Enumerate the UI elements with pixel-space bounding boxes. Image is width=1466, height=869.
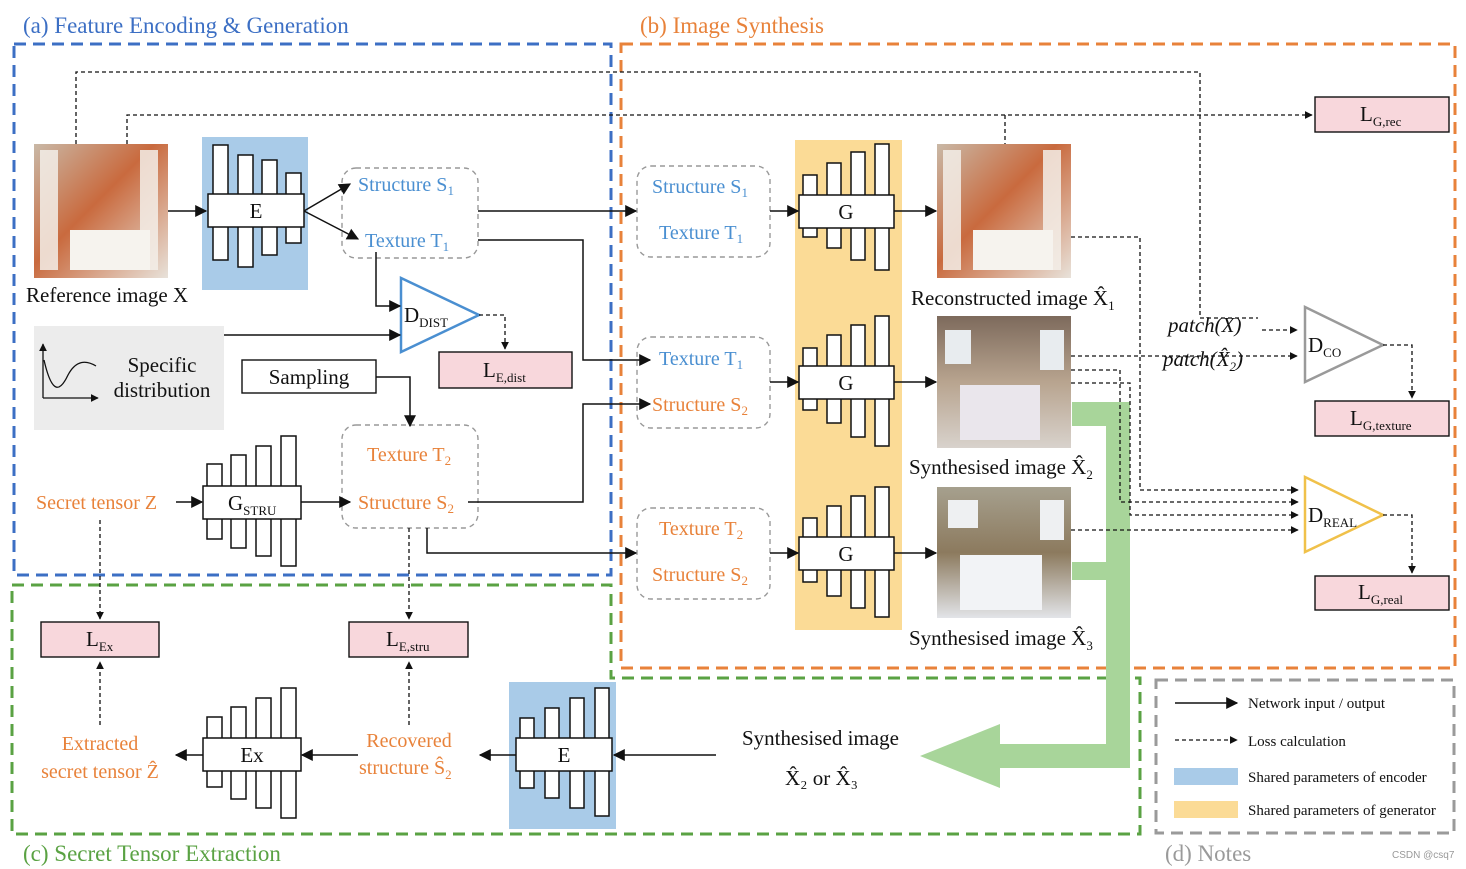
svg-text:LE,stru: LE,stru (386, 627, 430, 654)
x2-or-x3-label: X̂₂ or X̂₃ (785, 766, 858, 790)
watermark: CSDN @csq7 (1392, 850, 1455, 861)
reference-image (34, 144, 168, 278)
synthesised-image-3 (937, 487, 1071, 618)
synthesis-flow-arrow (920, 402, 1130, 788)
reconstructed-label: Reconstructed image X̂1 (911, 286, 1115, 313)
loss-g-rec: LG,rec (1314, 96, 1450, 133)
svg-text:LEx: LEx (86, 627, 114, 654)
specific-distribution-box (34, 326, 224, 430)
synth3-label: Synthesised image X̂3 (909, 626, 1093, 653)
section-d-frame (1154, 678, 1456, 835)
generator-g-3-label: G (838, 542, 853, 566)
specific-distribution-label-2: distribution (114, 378, 211, 402)
features-box-b2 (636, 336, 771, 429)
section-a-title: (a) Feature Encoding & Generation (23, 13, 349, 38)
section-d-title: (d) Notes (1165, 841, 1251, 866)
discriminator-co: DCO (1303, 305, 1386, 384)
structure-s2-b2: Structure S2 (652, 394, 748, 418)
distribution-curve-icon (39, 343, 99, 402)
recovered-label-2: structure Ŝ2 (359, 755, 452, 782)
synth2-label: Synthesised image X̂2 (909, 455, 1093, 482)
loss-e-stru: LE,stru (348, 621, 469, 658)
texture-t1-b2: Texture T1 (659, 348, 743, 372)
loss-ex: LEx (40, 621, 160, 658)
generator-g-2: G (798, 315, 895, 447)
encoder-e-c-label: E (558, 743, 571, 767)
sampling-box (241, 359, 377, 394)
sampling-label: Sampling (269, 365, 350, 389)
svg-text:LG,real: LG,real (1358, 580, 1403, 607)
extracted-label-1: Extracted (62, 733, 139, 755)
discriminator-dist: DDIST (399, 276, 482, 354)
specific-distribution-label-1: Specific (128, 353, 197, 377)
svg-text:LG,texture: LG,texture (1350, 406, 1412, 433)
dreal-label: DREAL (1308, 503, 1357, 530)
section-c-title: (c) Secret Tensor Extraction (23, 841, 281, 866)
structure-s2-a: Structure S2 (358, 492, 454, 516)
generator-g-1-label: G (838, 200, 853, 224)
structure-s1-b: Structure S1 (652, 176, 748, 200)
legend-generator: Shared parameters of generator (1248, 803, 1436, 819)
recovered-label-1: Recovered (366, 730, 452, 752)
loss-g-real: LG,real (1314, 575, 1450, 611)
synthesised-image-label: Synthesised image (742, 726, 899, 750)
extracted-label-2: secret tensor Ẑ (41, 760, 159, 783)
texture-t2-b3: Texture T2 (659, 518, 743, 542)
loss-e-dist: LE,dist (438, 351, 573, 389)
ddist-label: DDIST (404, 303, 448, 330)
legend-encoder-swatch (1174, 768, 1238, 785)
section-c-frame (10, 583, 1142, 836)
structure-s1-a: Structure S1 (358, 174, 454, 198)
reference-image-label: Reference image X (26, 283, 188, 307)
synthesis-flow-feed (1072, 562, 1116, 580)
section-b-frame (619, 42, 1457, 670)
legend-encoder: Shared parameters of encoder (1248, 770, 1427, 786)
structure-s2-b3: Structure S2 (652, 564, 748, 588)
patch-x-label: patch(X) (1166, 313, 1241, 337)
svg-text:LE,dist: LE,dist (483, 358, 526, 385)
patch-x2-label: patch(X̂2) (1161, 347, 1243, 374)
notes-legend: Network input / output Loss calculation … (1174, 696, 1436, 819)
texture-t1-a: Texture T1 (365, 230, 449, 254)
generator-g-2-label: G (838, 371, 853, 395)
features-box-a1 (341, 167, 479, 259)
legend-loss: Loss calculation (1248, 734, 1346, 750)
legend-network-io: Network input / output (1248, 696, 1386, 712)
secret-tensor-label: Secret tensor Z (36, 492, 157, 514)
section-a-frame (12, 42, 613, 577)
svg-text:LG,rec: LG,rec (1360, 102, 1402, 129)
texture-t2-a: Texture T2 (367, 444, 451, 468)
dashed-connectors (75, 71, 1416, 725)
gstru-network: GSTRU (202, 435, 302, 567)
synthesised-image-2 (937, 316, 1071, 448)
legend-generator-swatch (1174, 801, 1238, 818)
encoder-e-label: E (250, 199, 263, 223)
extractor-ex-label: Ex (240, 743, 264, 767)
discriminator-real: DREAL (1303, 475, 1386, 554)
generator-g-1: G (798, 143, 895, 271)
section-b-title: (b) Image Synthesis (640, 13, 824, 38)
reconstructed-image (937, 144, 1071, 278)
extractor-ex: Ex (202, 687, 302, 819)
solid-connectors (168, 183, 938, 761)
gstru-label: GSTRU (228, 491, 277, 518)
loss-g-texture: LG,texture (1314, 400, 1450, 437)
generator-g-3: G (798, 486, 895, 618)
texture-t1-b: Texture T1 (659, 222, 743, 246)
dco-label: DCO (1308, 333, 1341, 360)
encoder-e: E (207, 144, 305, 268)
